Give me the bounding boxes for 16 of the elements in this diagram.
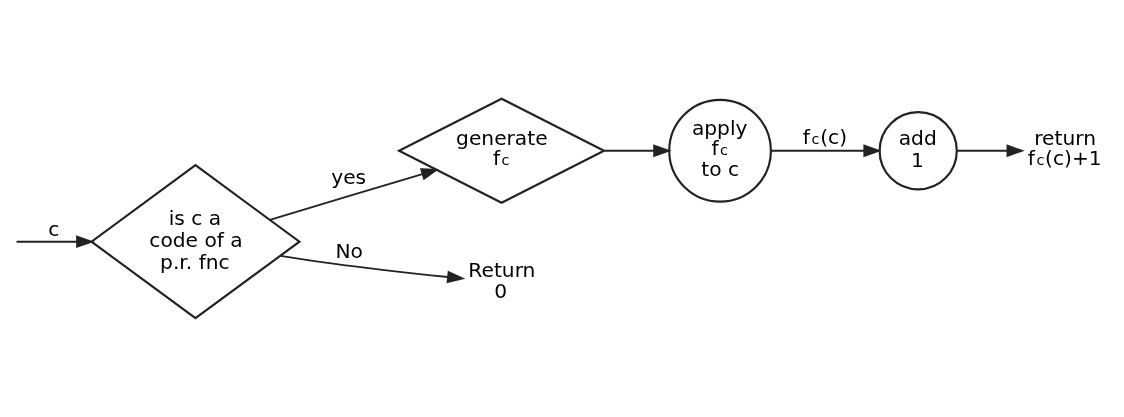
edge-label: fc(c)	[802, 124, 848, 149]
edge-label: c	[48, 217, 60, 242]
node-circle: add 1	[878, 111, 958, 191]
edge-label: yes	[331, 165, 367, 190]
arrow	[956, 144, 1025, 158]
node-text: Return 0	[468, 257, 536, 304]
node-circle: apply fc to c	[668, 98, 772, 203]
node-diamond: is c a code of a p.r. fnc	[89, 163, 302, 320]
arrow	[15, 235, 95, 249]
arrow	[279, 254, 466, 284]
arrow	[770, 144, 882, 158]
node-diamond: generate fc	[396, 97, 607, 204]
node-text: return fc(c)+1	[1027, 126, 1102, 171]
edge-label: No	[335, 238, 364, 263]
arrow	[603, 144, 672, 158]
arrow	[269, 168, 440, 221]
